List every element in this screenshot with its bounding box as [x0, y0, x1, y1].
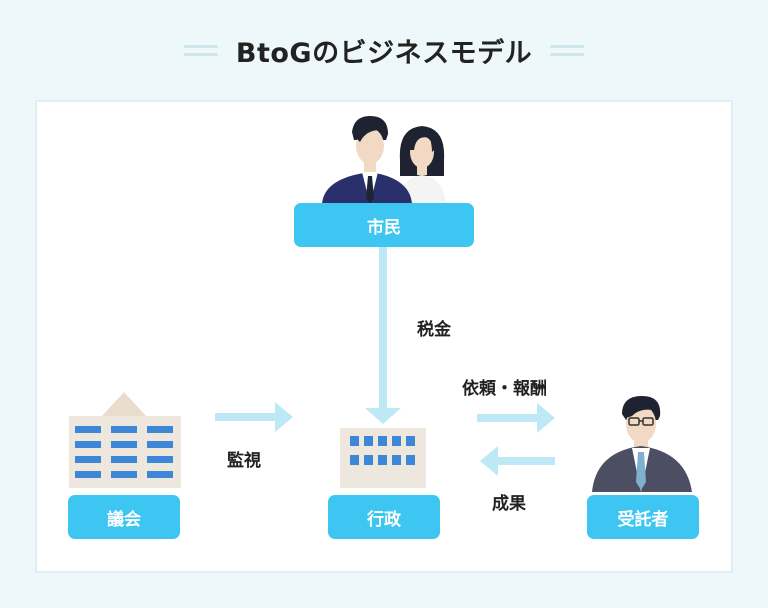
flow-label-request: 依頼・報酬: [462, 379, 547, 399]
node-admin: 行政: [328, 495, 440, 539]
contractor-person-icon: [592, 396, 692, 492]
council-building-icon: [69, 392, 181, 488]
node-citizen: 市民: [294, 203, 474, 247]
flow-label-tax: 税金: [417, 320, 451, 340]
title-decoration-right: [550, 44, 585, 56]
title-decoration-left: [183, 44, 218, 56]
request-arrow: [477, 403, 555, 433]
page-title: BtoGのビジネスモデル: [235, 37, 533, 69]
tax-arrow: [365, 247, 401, 424]
title-bar: BtoGのビジネスモデル: [0, 26, 768, 74]
node-contractor: 受託者: [587, 495, 699, 539]
citizens-icon: [322, 116, 446, 204]
result-arrow: [480, 446, 555, 476]
flow-label-result: 成果: [492, 494, 526, 514]
flow-label-monitor: 監視: [227, 451, 261, 471]
node-council: 議会: [68, 495, 180, 539]
monitor-arrow: [215, 402, 293, 432]
admin-building-icon: [340, 428, 426, 488]
